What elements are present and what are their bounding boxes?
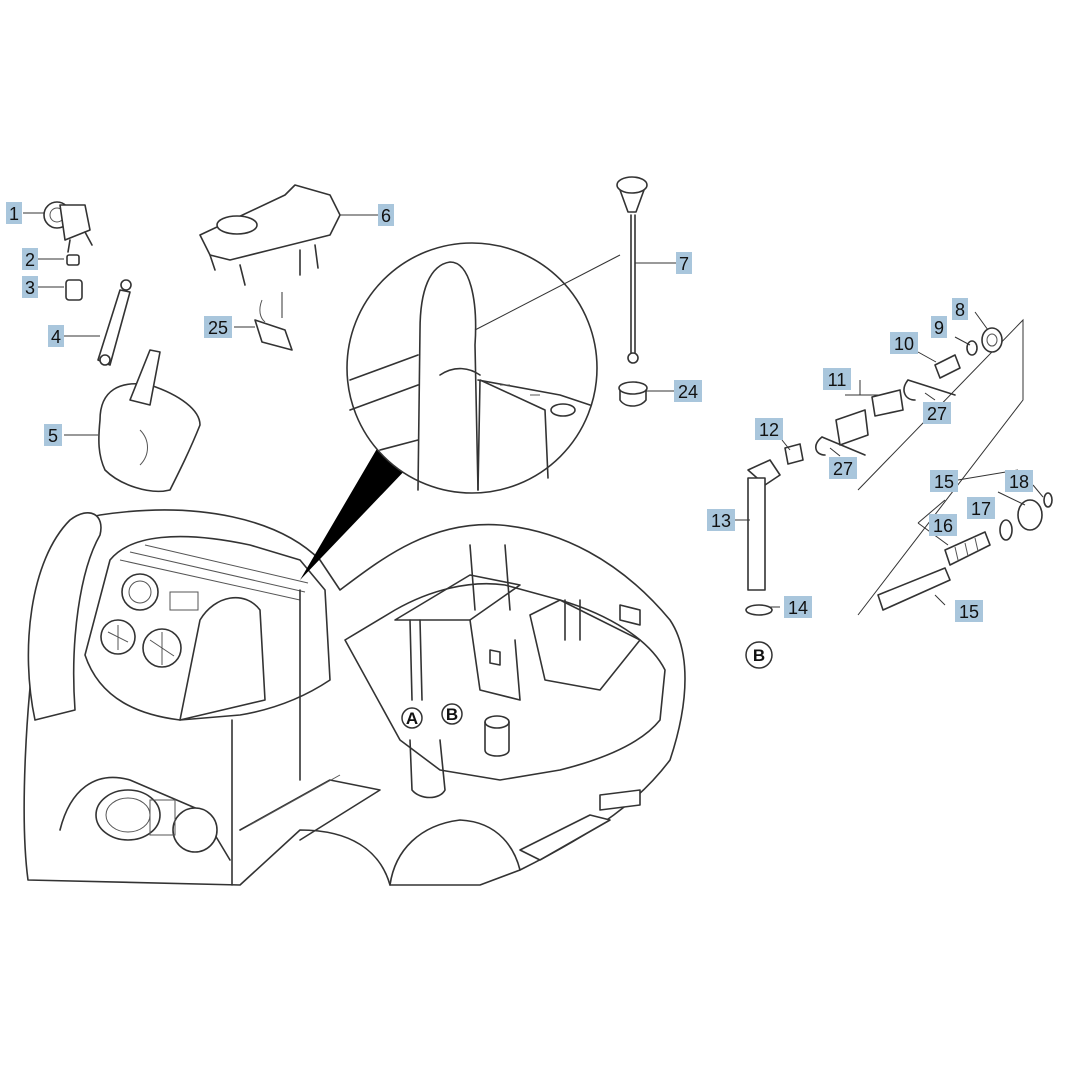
svg-text:4: 4	[51, 327, 61, 347]
marker-b-detail: B	[745, 641, 773, 669]
part-label-2: 2	[22, 248, 38, 270]
part-16-filter	[944, 531, 991, 566]
part-1-valve	[43, 201, 93, 253]
svg-text:17: 17	[971, 499, 991, 519]
part-label-4: 4	[48, 325, 64, 347]
part-label-6: 6	[378, 204, 394, 226]
part-label-15-lower: 15	[955, 600, 983, 622]
part-label-13: 13	[707, 509, 735, 531]
part-13-tube	[747, 459, 781, 591]
svg-text:24: 24	[678, 382, 698, 402]
part-label-9: 9	[931, 316, 947, 338]
part-label-16: 16	[929, 514, 957, 536]
svg-text:25: 25	[208, 318, 228, 338]
part-label-27-lower: 27	[829, 457, 857, 479]
svg-text:6: 6	[381, 206, 391, 226]
svg-text:12: 12	[759, 420, 779, 440]
part-25-sensor	[254, 299, 293, 351]
svg-text:13: 13	[711, 511, 731, 531]
part-label-7: 7	[676, 252, 692, 274]
svg-text:10: 10	[894, 334, 914, 354]
part-8-nut	[981, 327, 1003, 353]
part-label-25: 25	[204, 316, 232, 338]
part-label-12: 12	[755, 418, 783, 440]
svg-text:2: 2	[25, 250, 35, 270]
part-label-14: 14	[784, 596, 812, 618]
svg-text:27: 27	[833, 459, 853, 479]
part-label-10: 10	[890, 332, 918, 354]
part-label-27-upper: 27	[923, 402, 951, 424]
svg-text:14: 14	[788, 598, 808, 618]
part-7-dipstick	[616, 176, 648, 364]
svg-text:A: A	[406, 709, 418, 728]
svg-text:18: 18	[1009, 472, 1029, 492]
svg-text:5: 5	[48, 426, 58, 446]
part-10-nipple	[934, 354, 961, 379]
part-label-17: 17	[967, 497, 995, 519]
svg-text:11: 11	[828, 370, 847, 390]
part-label-1: 1	[6, 202, 22, 224]
svg-text:15: 15	[934, 472, 954, 492]
svg-text:15: 15	[959, 602, 979, 622]
part-label-3: 3	[22, 276, 38, 298]
part-6-bracket	[199, 184, 341, 286]
svg-text:7: 7	[679, 254, 689, 274]
marker-b: B	[441, 703, 463, 725]
part-label-18: 18	[1005, 470, 1033, 492]
part-label-15-upper: 15	[930, 470, 958, 492]
part-11-couplings	[835, 389, 904, 446]
part-18-cap	[1017, 492, 1053, 531]
part-label-8: 8	[952, 298, 968, 320]
part-14-oring	[745, 604, 773, 616]
part-label-24: 24	[674, 380, 702, 402]
leader-lines	[23, 212, 1044, 608]
zoom-detail	[300, 242, 598, 580]
part-24-ring	[618, 381, 648, 407]
part-label-11: 11	[823, 368, 851, 390]
svg-text:B: B	[446, 705, 458, 724]
marker-a: A	[401, 707, 423, 729]
svg-text:B: B	[753, 646, 765, 665]
part-4-lever	[97, 279, 132, 366]
part-15-filter-housing	[877, 567, 951, 611]
svg-text:3: 3	[25, 278, 35, 298]
part-9-oring	[966, 340, 978, 356]
svg-text:16: 16	[933, 516, 953, 536]
part-27-clips	[815, 379, 956, 456]
machine-housing	[23, 509, 686, 886]
part-2-seal	[66, 254, 80, 266]
part-label-5: 5	[44, 424, 62, 446]
svg-text:1: 1	[9, 204, 19, 224]
svg-text:27: 27	[927, 404, 947, 424]
part-3-sleeve	[65, 279, 83, 301]
svg-text:8: 8	[955, 300, 965, 320]
part-5-hood	[98, 349, 201, 493]
svg-text:9: 9	[934, 318, 944, 338]
part-17-seal	[999, 519, 1013, 541]
